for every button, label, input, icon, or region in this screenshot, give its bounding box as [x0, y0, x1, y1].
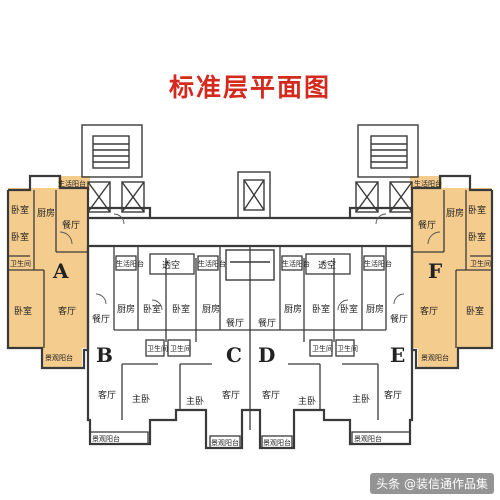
unit-f-bedroom3: 卧室 [466, 305, 484, 317]
unit-b-labels: 生活阳台 餐厅 厨房 卧室 B 卫生间 客厅 主卧 景观阳台 [92, 259, 168, 443]
unit-f-letter: F [428, 259, 442, 283]
unit-f-bedroom1: 卧室 [468, 204, 486, 216]
unit-a-labels: 生活阳台 卧室 厨房 餐厅 卧室 卫生间 A 卧室 客厅 景观阳台 [10, 179, 86, 362]
unit-f-bedroom2: 卧室 [468, 231, 486, 243]
unit-f-dining: 餐厅 [418, 219, 436, 231]
unit-a-letter: A [52, 259, 69, 283]
unit-a-living: 客厅 [58, 305, 76, 317]
unit-b-master: 主卧 [132, 393, 150, 405]
unit-a-bath: 卫生间 [10, 259, 31, 268]
unit-b-bath: 卫生间 [147, 344, 168, 353]
void-left: 透空 [162, 259, 180, 271]
unit-c-dining: 餐厅 [226, 317, 244, 329]
unit-a-view-balcony: 景观阳台 [45, 353, 73, 362]
unit-a-bedroom1: 卧室 [11, 204, 29, 216]
unit-c-kitchen: 厨房 [202, 303, 220, 315]
stair-core-left [81, 124, 145, 213]
unit-c-master: 主卧 [186, 395, 204, 407]
stair-core-right [355, 124, 419, 213]
unit-e-bath: 卫生间 [337, 344, 358, 353]
unit-e-view-balcony: 景观阳台 [354, 434, 382, 443]
unit-d-letter: D [258, 343, 275, 367]
unit-d-utility-balcony: 生活阳台 [282, 259, 310, 268]
unit-f-kitchen: 厨房 [446, 207, 464, 219]
unit-b-dining: 餐厅 [92, 313, 110, 325]
unit-a-kitchen: 厨房 [37, 207, 55, 219]
unit-f-fill [410, 176, 492, 368]
unit-f-living: 客厅 [420, 305, 438, 317]
unit-c-labels: 卧室 厨房 生活阳台 餐厅 卫生间 C 主卧 客厅 景观阳台 [170, 259, 244, 447]
unit-d-labels: 餐厅 生活阳台 厨房 卧室 D 卫生间 客厅 主卧 景观阳台 [258, 259, 333, 447]
unit-a-fill [8, 176, 90, 368]
unit-e-bedroom: 卧室 [340, 303, 358, 315]
unit-e-dining: 餐厅 [390, 313, 408, 325]
unit-b-bedroom: 卧室 [143, 303, 161, 315]
unit-e-kitchen: 厨房 [366, 303, 384, 315]
unit-d-master: 主卧 [298, 395, 316, 407]
unit-e-labels: 卧室 厨房 生活阳台 餐厅 卫生间 E 主卧 客厅 景观阳台 [337, 259, 408, 443]
unit-c-living: 客厅 [222, 389, 240, 401]
unit-f-bath: 卫生间 [470, 259, 491, 268]
unit-c-utility-balcony: 生活阳台 [198, 259, 226, 268]
unit-a-utility-balcony: 生活阳台 [58, 179, 86, 188]
unit-d-kitchen: 厨房 [284, 303, 302, 315]
unit-c-bedroom: 卧室 [172, 303, 190, 315]
page-title: 标准层平面图 [168, 73, 331, 102]
unit-a-dining: 餐厅 [62, 219, 80, 231]
void-right: 透空 [318, 259, 336, 271]
unit-b-view-balcony: 景观阳台 [92, 434, 120, 443]
unit-e-utility-balcony: 生活阳台 [364, 259, 392, 268]
unit-e-living: 客厅 [384, 389, 402, 401]
unit-b-kitchen: 厨房 [117, 303, 135, 315]
unit-f-view-balcony: 景观阳台 [421, 353, 449, 362]
unit-e-master: 主卧 [352, 393, 370, 405]
watermark: 头条 @装信通作品集 [370, 473, 494, 494]
unit-d-dining: 餐厅 [258, 317, 276, 329]
unit-b-letter: B [96, 343, 113, 367]
unit-a-bedroom3: 卧室 [14, 305, 32, 317]
unit-d-living: 客厅 [262, 389, 280, 401]
unit-f-utility-balcony: 生活阳台 [414, 179, 442, 188]
unit-b-living: 客厅 [98, 389, 116, 401]
unit-b-utility-balcony: 生活阳台 [116, 259, 144, 268]
unit-f-labels: 生活阳台 卧室 厨房 餐厅 卧室 卫生间 F 卧室 客厅 景观阳台 [414, 179, 491, 362]
interior-walls [8, 190, 492, 449]
unit-a-bedroom2: 卧室 [11, 231, 29, 243]
unit-c-view-balcony: 景观阳台 [211, 438, 239, 447]
unit-d-bedroom: 卧室 [312, 303, 330, 315]
unit-c-letter: C [226, 343, 242, 367]
unit-c-bath: 卫生间 [170, 344, 191, 353]
common-labels: 透空 透空 [162, 259, 336, 271]
unit-e-letter: E [390, 343, 405, 367]
unit-d-bath: 卫生间 [312, 344, 333, 353]
door-arcs [59, 213, 441, 311]
unit-d-view-balcony: 景观阳台 [263, 438, 291, 447]
